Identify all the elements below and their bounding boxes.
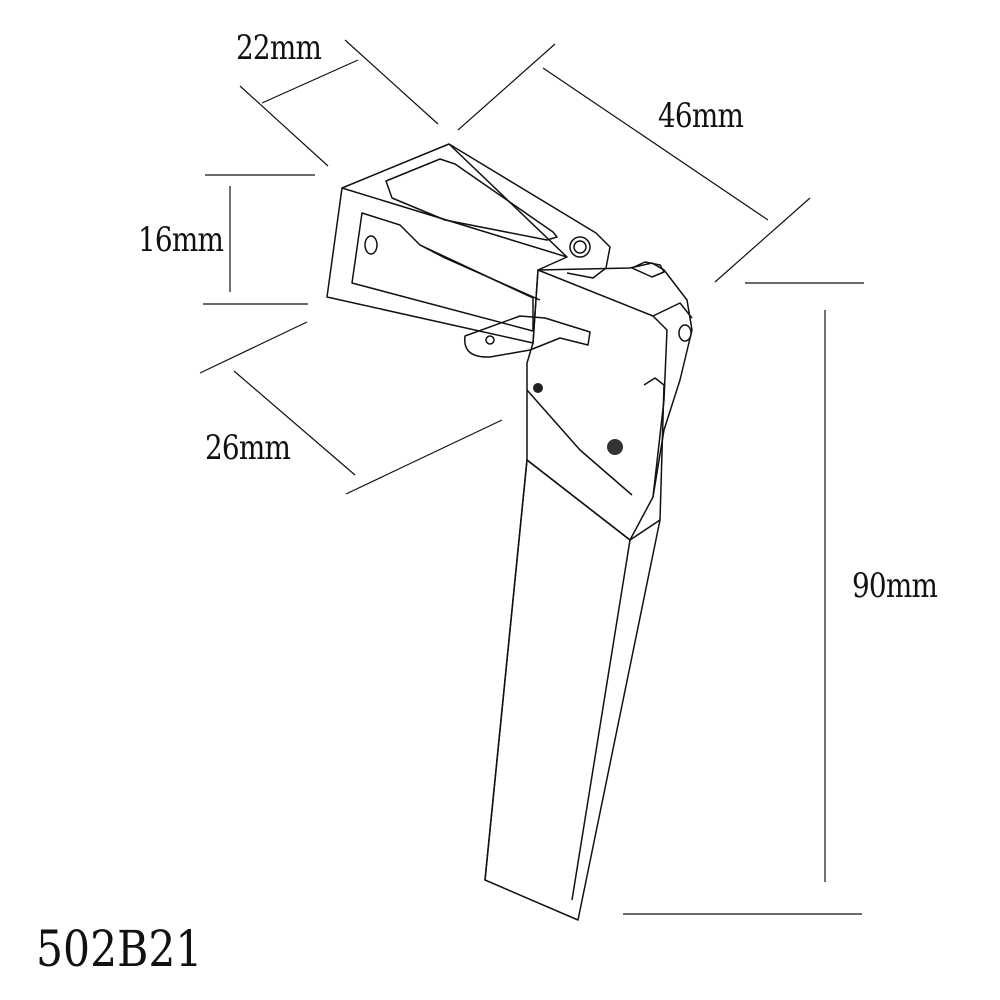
dim-26-ext-right	[345, 419, 503, 495]
dimension-label-16mm: 16mm	[138, 220, 224, 260]
dimension-label-90mm: 90mm	[852, 566, 938, 606]
dimension-lines	[199, 39, 864, 915]
dim-22-line	[261, 59, 359, 104]
dim-46-ext-right	[714, 197, 811, 283]
rudder-blade	[484, 459, 661, 921]
dim-22-ext-left	[239, 85, 329, 167]
dim-46-line	[542, 67, 769, 221]
dimension-label-46mm: 46mm	[658, 96, 744, 136]
part-number: 502B21	[36, 920, 203, 978]
dimension-label-26mm: 26mm	[205, 428, 291, 468]
tiller-bracket	[326, 143, 611, 344]
dim-26-line	[233, 370, 356, 476]
dimension-label-22mm: 22mm	[236, 28, 322, 68]
dim-26-ext-left	[199, 321, 308, 374]
dim-22-ext-right	[344, 39, 439, 125]
rudder-body	[463, 261, 693, 541]
dim-46-ext-left	[457, 43, 556, 131]
